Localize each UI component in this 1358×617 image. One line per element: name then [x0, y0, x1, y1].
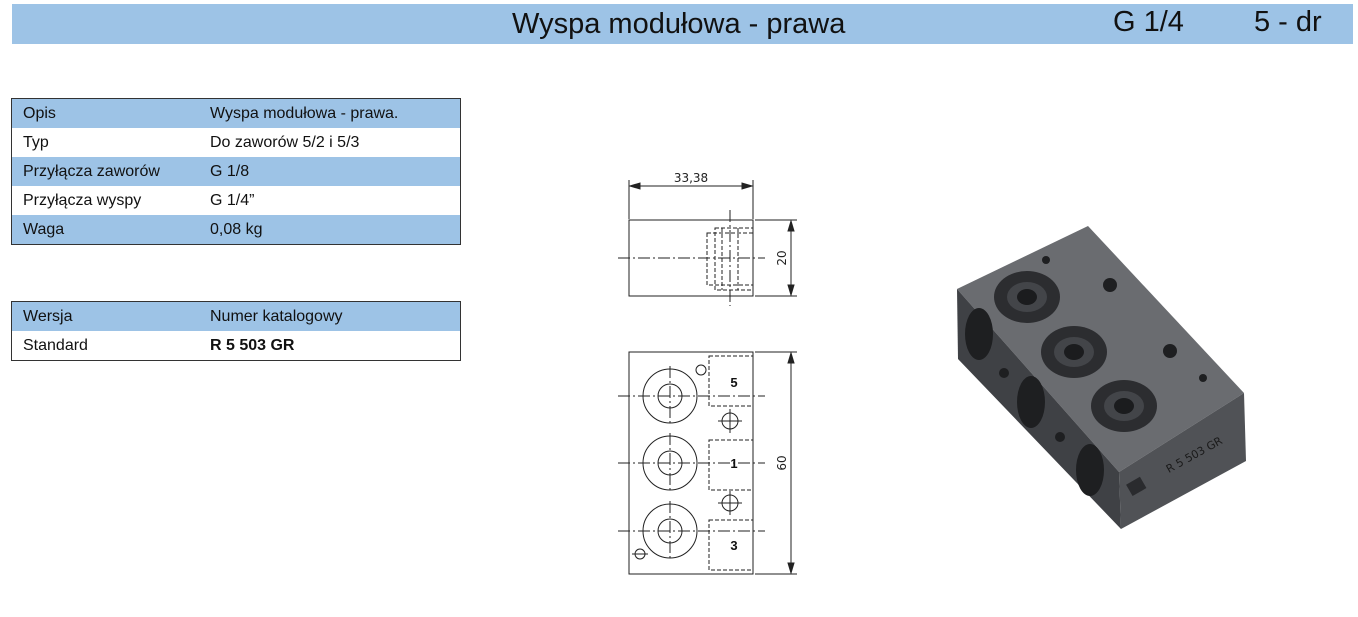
title-bar: Wyspa modułowa - prawa G 1/4 5 - dr — [12, 4, 1353, 44]
page-title: Wyspa modułowa - prawa — [512, 8, 846, 40]
catalog-number: R 5 503 GR — [199, 331, 460, 360]
spec-label: Przyłącza wyspy — [12, 186, 199, 215]
spec-value: G 1/4” — [199, 186, 460, 215]
spec-table: Opis Wyspa modułowa - prawa. Typ Do zawo… — [11, 98, 461, 245]
spec-label: Przyłącza zaworów — [12, 157, 199, 186]
port-label-3: 3 — [730, 538, 737, 553]
product-photo: R 5 503 GR — [957, 226, 1246, 529]
column-header-catalog: Numer katalogowy — [199, 302, 460, 331]
table-header-row: Wersja Numer katalogowy — [12, 302, 460, 331]
spec-value: G 1/8 — [199, 157, 460, 186]
table-row: Opis Wyspa modułowa - prawa. — [12, 99, 460, 128]
port-count: 5 - dr — [1254, 6, 1322, 38]
spec-label: Opis — [12, 99, 199, 128]
version-table: Wersja Numer katalogowy Standard R 5 503… — [11, 301, 461, 361]
table-row: Waga 0,08 kg — [12, 215, 460, 244]
thread-size: G 1/4 — [1113, 6, 1184, 38]
version-label: Standard — [12, 331, 199, 360]
port-label-5: 5 — [730, 375, 737, 390]
spec-label: Waga — [12, 215, 199, 244]
spec-label: Typ — [12, 128, 199, 157]
spec-value: Wyspa modułowa - prawa. — [199, 99, 460, 128]
port-3-circles — [618, 501, 765, 561]
table-row: Typ Do zaworów 5/2 i 5/3 — [12, 128, 460, 157]
table-row: Przyłącza zaworów G 1/8 — [12, 157, 460, 186]
height-dimension-label: 20 — [775, 250, 789, 265]
column-header-version: Wersja — [12, 302, 199, 331]
table-row: Standard R 5 503 GR — [12, 331, 460, 360]
port-label-1: 1 — [730, 456, 737, 471]
spec-value: Do zaworów 5/2 i 5/3 — [199, 128, 460, 157]
width-dimension-label: 33,38 — [674, 171, 708, 185]
length-dimension-label: 60 — [775, 455, 789, 470]
port-1-circles — [618, 433, 765, 493]
port-5-circles — [618, 366, 765, 426]
table-row: Przyłącza wyspy G 1/4” — [12, 186, 460, 215]
spec-value: 0,08 kg — [199, 215, 460, 244]
